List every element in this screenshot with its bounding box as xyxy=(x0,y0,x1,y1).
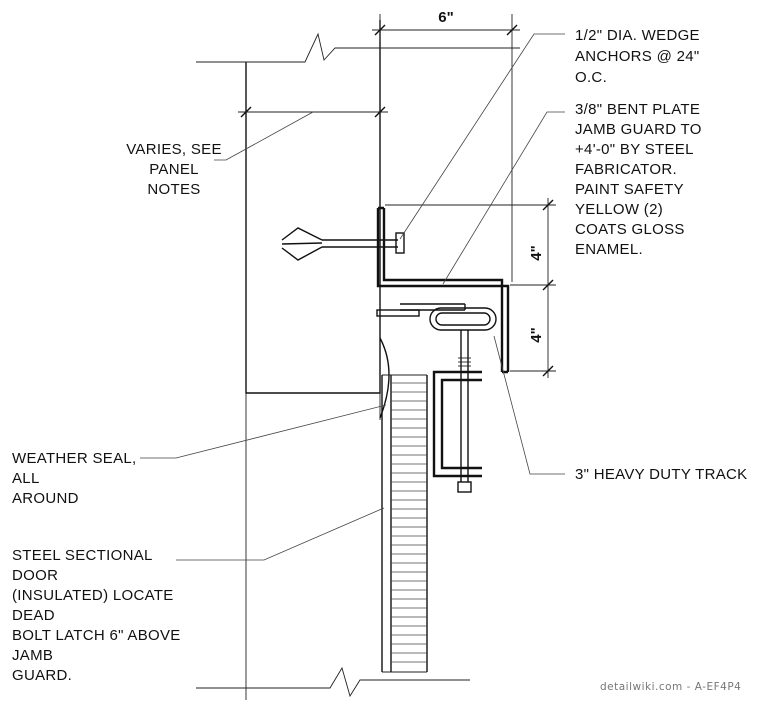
svg-text:WEATHER SEAL,: WEATHER SEAL, xyxy=(12,450,136,467)
label-wedge-anchors: 1/2" DIA. WEDGE ANCHORS @ 24" O.C. xyxy=(575,27,700,86)
dim-lower-text: 4" xyxy=(528,327,545,342)
wall-panel xyxy=(245,20,381,700)
svg-text:DEAD: DEAD xyxy=(12,607,55,624)
svg-text:AROUND: AROUND xyxy=(12,490,79,507)
svg-text:ANCHORS @ 24": ANCHORS @ 24" xyxy=(575,48,699,65)
bottom-break-line xyxy=(196,666,470,698)
watermark: detailwiki.com - A-EF4P4 xyxy=(600,681,741,693)
svg-text:YELLOW (2): YELLOW (2) xyxy=(575,201,663,218)
svg-text:3/8" BENT PLATE: 3/8" BENT PLATE xyxy=(575,101,700,118)
svg-text:GUARD.: GUARD. xyxy=(12,667,72,684)
svg-text:1/2" DIA. WEDGE: 1/2" DIA. WEDGE xyxy=(575,27,700,44)
svg-text:FABRICATOR.: FABRICATOR. xyxy=(575,161,677,178)
door-insulation-hatch xyxy=(391,382,427,663)
dim-upper-text: 4" xyxy=(528,245,545,260)
label-weather-seal: WEATHER SEAL, ALL AROUND xyxy=(12,450,136,507)
track-bracket xyxy=(376,303,497,493)
svg-text:VARIES, SEE: VARIES, SEE xyxy=(126,141,222,158)
svg-text:ENAMEL.: ENAMEL. xyxy=(575,241,643,258)
svg-text:NOTES: NOTES xyxy=(147,181,200,198)
dim-top-text: 6" xyxy=(438,9,453,26)
svg-text:DOOR: DOOR xyxy=(12,567,58,584)
svg-text:+4'-0" BY STEEL: +4'-0" BY STEEL xyxy=(575,141,694,158)
dim-top xyxy=(372,14,520,282)
label-sectional-door: STEEL SECTIONAL DOOR (INSULATED) LOCATE … xyxy=(12,547,181,684)
top-break-line xyxy=(196,32,520,63)
svg-text:JAMB GUARD TO: JAMB GUARD TO xyxy=(575,121,702,138)
svg-text:PANEL: PANEL xyxy=(149,161,199,178)
sectional-door xyxy=(381,374,428,673)
svg-text:COATS GLOSS: COATS GLOSS xyxy=(575,221,685,238)
svg-text:O.C.: O.C. xyxy=(575,69,607,86)
jamb-guard-plate xyxy=(376,206,510,374)
svg-text:ALL: ALL xyxy=(12,470,40,487)
svg-text:JAMB: JAMB xyxy=(12,647,53,664)
wedge-anchor xyxy=(281,227,405,261)
dim-right xyxy=(385,198,556,378)
svg-text:STEEL SECTIONAL: STEEL SECTIONAL xyxy=(12,547,153,564)
leaders xyxy=(140,33,565,561)
label-varies: VARIES, SEE PANEL NOTES xyxy=(126,141,222,198)
svg-text:(INSULATED) LOCATE: (INSULATED) LOCATE xyxy=(12,587,174,604)
track-channel xyxy=(432,370,482,478)
label-track: 3" HEAVY DUTY TRACK xyxy=(575,466,747,483)
label-jamb-guard: 3/8" BENT PLATE JAMB GUARD TO +4'-0" BY … xyxy=(575,101,702,258)
svg-text:PAINT SAFETY: PAINT SAFETY xyxy=(575,181,684,198)
svg-text:BOLT LATCH 6" ABOVE: BOLT LATCH 6" ABOVE xyxy=(12,627,181,644)
